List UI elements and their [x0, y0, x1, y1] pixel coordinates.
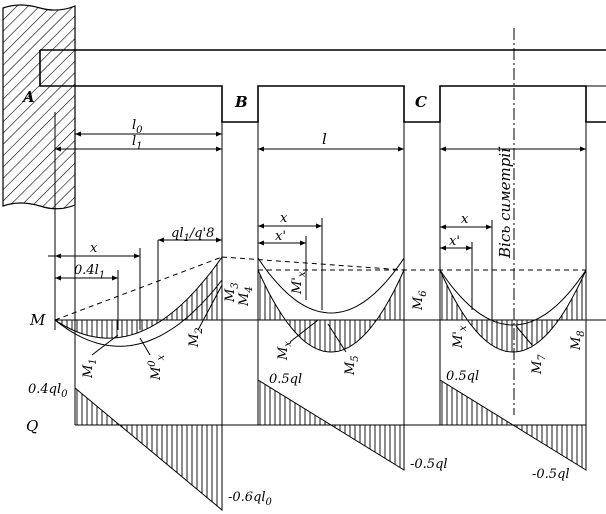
svg-text:0.4l1: 0.4l1 [74, 263, 105, 281]
m6-label: M [411, 296, 426, 311]
svg-text:M1: M1 [81, 358, 99, 379]
svg-text:M8: M8 [569, 330, 587, 351]
svg-text:M'x: M'x [451, 325, 469, 349]
dimension-l1: l1 [55, 134, 222, 152]
m7-label: M [530, 360, 545, 375]
l-label: l [322, 130, 327, 148]
moment-leaders [91, 284, 533, 356]
svg-text:M7: M7 [530, 354, 548, 375]
mpx-span2-label: M' [290, 277, 305, 295]
reference-lines [54, 112, 587, 510]
span1-shear-line [74, 387, 223, 512]
shear-span1-right-label: -0.6ql [228, 490, 266, 505]
span3-xp-label: x' [449, 234, 460, 249]
span1-dimensions: x 0.4l1 ql1/q'8 [48, 226, 222, 330]
symmetry-axis-label: Вісь симетрії [496, 146, 514, 259]
span3-moment-curve [439, 269, 587, 353]
m-axis-label: M [29, 311, 46, 329]
mx-label: M [276, 346, 291, 361]
m8-label: M [569, 336, 584, 351]
svg-text:-0.6ql0: -0.6ql0 [228, 490, 273, 508]
svg-text:l0: l0 [132, 118, 143, 136]
svg-text:M2: M2 [187, 327, 205, 348]
span2-xp-label: x' [275, 229, 286, 244]
span2-x-label: x [280, 211, 288, 226]
svg-text:ql1/q'8: ql1/q'8 [171, 226, 214, 244]
l1-label: l [132, 134, 136, 149]
m4-label: M [237, 292, 252, 307]
svg-text:M3: M3 [223, 282, 241, 303]
moment-diagram-curves [54, 256, 587, 353]
shear-diagram-hatching [74, 379, 587, 512]
shear-span3-left-label: 0.5ql [446, 369, 479, 384]
moment-diagram-hatching [56, 263, 583, 352]
svg-text:0.4ql0: 0.4ql0 [28, 382, 68, 400]
span2-shear-line [257, 379, 405, 471]
svg-text:M4: M4 [237, 286, 255, 307]
svg-text:M6: M6 [411, 290, 429, 311]
span1-04l1-label: 0.4l [74, 263, 99, 278]
svg-text:M0x: M0x [147, 354, 167, 381]
span2-moment-curve [257, 269, 405, 353]
span2-moment-envelope [257, 257, 405, 314]
span3-moment-envelope [439, 269, 587, 326]
m2-label: M [187, 333, 202, 348]
svg-text:M'x: M'x [290, 271, 308, 295]
span1-moment-curve [54, 256, 223, 339]
span3-shear-line [439, 379, 587, 471]
span3-x-label: x [461, 212, 469, 227]
svg-text:Mx: Mx [276, 341, 294, 361]
span1-moment-envelope [54, 279, 223, 347]
m5-label: M [343, 361, 358, 376]
svg-text:M5: M5 [343, 355, 361, 376]
q-axis-label: Q [26, 417, 38, 435]
span1-x-label: x [90, 241, 98, 256]
m1-label: M [81, 364, 96, 379]
support-b-label: B [234, 93, 248, 111]
ql-ratio-label: ql [171, 226, 183, 241]
svg-text:l1: l1 [132, 134, 143, 152]
m0x-label: M [149, 366, 164, 381]
shear-span1-left-label: 0.4ql [28, 382, 61, 397]
beam-section [39, 49, 606, 123]
m-level-lines [54, 256, 586, 321]
dimension-l0: l0 [75, 118, 222, 137]
l0-label: l [132, 118, 136, 133]
support-c-label: C [415, 93, 427, 111]
shear-span2-right-label: -0.5ql [410, 457, 448, 472]
dimension-l: l [258, 130, 586, 152]
span3-dimensions: x x' [440, 212, 493, 320]
m3-label: M [223, 288, 238, 303]
shear-span2-left-label: 0.5ql [269, 372, 302, 387]
support-a-label: A [21, 88, 35, 106]
shear-span3-right-label: -0.5ql [532, 467, 570, 482]
mpx-span3-label: M' [451, 331, 466, 349]
wall [2, 4, 76, 210]
